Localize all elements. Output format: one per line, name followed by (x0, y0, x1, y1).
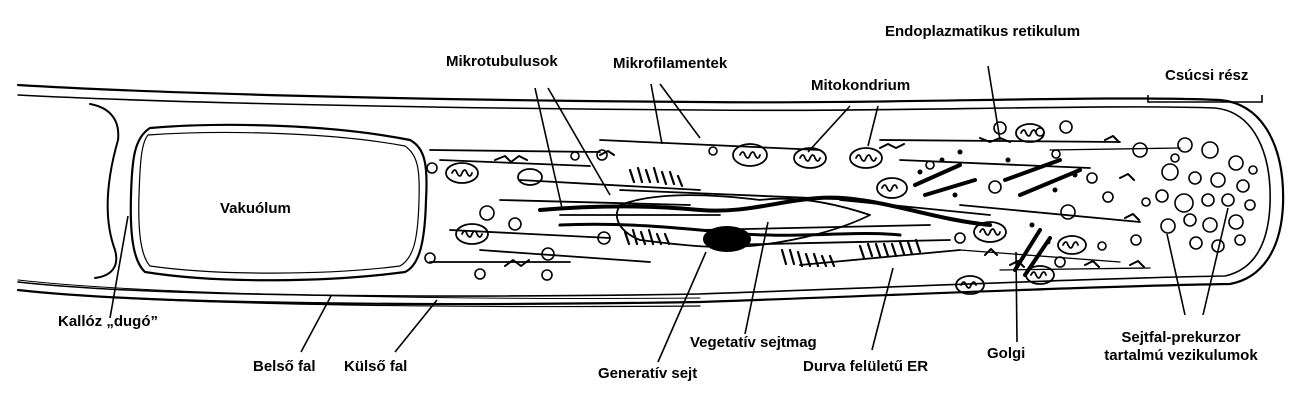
label-vacuole: Vakuólum (220, 200, 291, 217)
outer-wall-line (16, 83, 1285, 306)
label-inner-wall: Belső fal (253, 358, 316, 375)
generative-cell-shape (703, 226, 751, 252)
label-vesicles-line2: tartalmú vezikulumok (1104, 347, 1258, 364)
label-vesicles-line1: Sejtfal-prekurzor (1121, 329, 1241, 346)
label-mitochondrion: Mitokondrium (811, 77, 911, 94)
label-outer-wall: Külső fal (344, 358, 408, 375)
label-tip-region: Csúcsi rész (1165, 67, 1249, 84)
label-rough-er: Durva felületű ER (803, 358, 929, 375)
vacuole-outline (129, 123, 428, 282)
label-vesicles: Sejtfal-prekurzor tartalmú vezikulumok (1082, 329, 1280, 365)
label-vegetative-nucleus: Vegetatív sejtmag (690, 334, 817, 351)
label-endoplasmic-reticulum: Endoplazmatikus retikulum (885, 23, 1081, 40)
label-microfilaments: Mikrofilamentek (613, 55, 728, 72)
label-generative-cell: Generatív sejt (598, 365, 698, 382)
label-microtubules: Mikrotubulusok (446, 53, 558, 70)
vegetative-nucleus-shape (616, 194, 871, 248)
label-golgi: Golgi (987, 345, 1026, 362)
inner-wall-line (17, 94, 1271, 297)
callose-plug-shape (89, 103, 120, 279)
label-callose-plug: Kallóz „dugó” (58, 313, 158, 330)
